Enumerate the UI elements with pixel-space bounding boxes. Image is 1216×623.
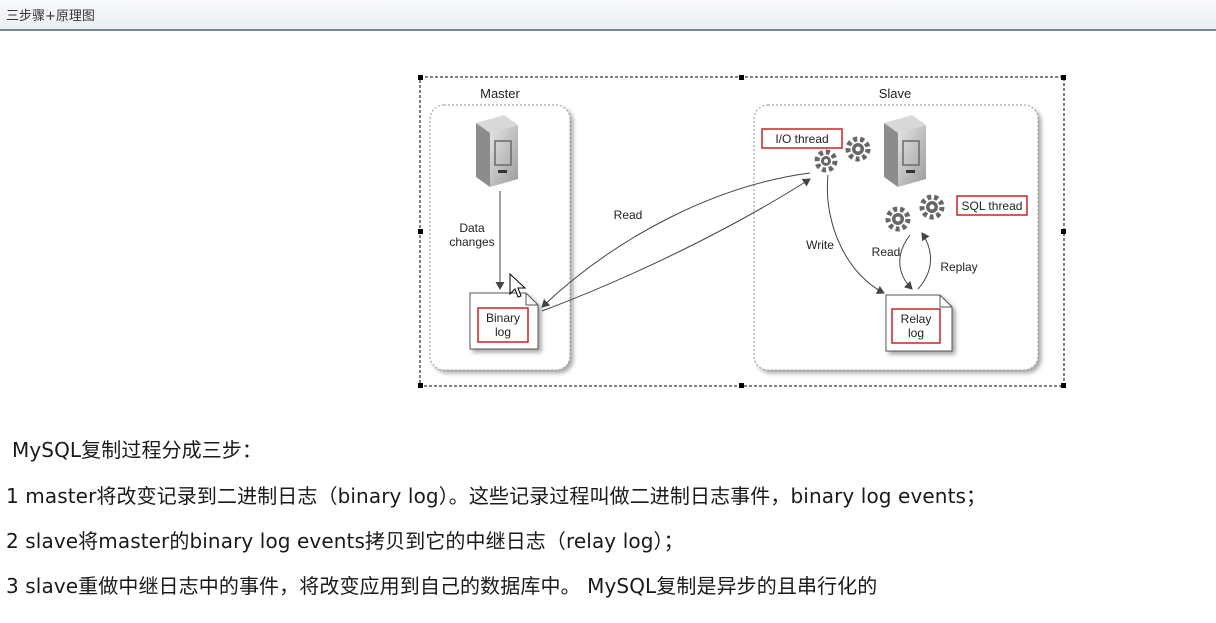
steps-heading: MySQL复制过程分成三步： bbox=[12, 438, 263, 462]
data-changes-label-1: Data bbox=[459, 221, 485, 235]
read-arrow-to-io-thread bbox=[541, 178, 811, 312]
read-arrow-to-binlog bbox=[541, 172, 811, 308]
relay-log-document: Relay log bbox=[885, 294, 953, 352]
selection-frame[interactable] bbox=[418, 75, 1066, 388]
read-label-left: Read bbox=[614, 208, 643, 222]
sql-thread-box bbox=[956, 195, 1028, 216]
io-thread-box bbox=[761, 128, 843, 149]
relay-log-label-2: log bbox=[908, 326, 924, 340]
write-label: Write bbox=[806, 238, 834, 252]
step-2: 2 slave将master的binary log events拷贝到它的中继日… bbox=[6, 529, 684, 553]
master-server-icon bbox=[476, 115, 518, 187]
io-thread-label: I/O thread bbox=[775, 132, 828, 146]
window-title: 三步骤+原理图 bbox=[6, 9, 95, 24]
replay-arrow bbox=[917, 232, 932, 290]
write-arrow bbox=[826, 174, 885, 294]
read-label-right: Read bbox=[872, 245, 901, 259]
binary-log-label-1: Binary bbox=[486, 311, 520, 325]
sql-thread-gears-icon bbox=[885, 194, 945, 232]
binary-log-document: Binary log bbox=[469, 292, 539, 350]
step-1: 1 master将改变记录到二进制日志（binary log）。这些记录过程叫做… bbox=[6, 484, 987, 508]
slave-label: Slave bbox=[879, 86, 912, 101]
mouse-cursor-icon bbox=[509, 272, 527, 298]
master-label: Master bbox=[480, 86, 520, 101]
replay-label: Replay bbox=[940, 260, 977, 274]
binary-log-label-2: log bbox=[495, 325, 511, 339]
sql-read-arrow bbox=[899, 234, 913, 290]
step-3: 3 slave重做中继日志中的事件，将改变应用到自己的数据库中。 MySQL复制… bbox=[6, 574, 878, 598]
slave-server-icon bbox=[884, 115, 926, 187]
data-changes-label-2: changes bbox=[449, 235, 494, 249]
relay-log-label-1: Relay bbox=[901, 312, 932, 326]
replication-diagram[interactable]: Master Slave Data changes Binary log Rea… bbox=[418, 75, 1066, 388]
window-title-bar: 三步骤+原理图 bbox=[0, 0, 1216, 31]
io-thread-gears-icon bbox=[814, 136, 871, 173]
sql-thread-label: SQL thread bbox=[962, 199, 1023, 213]
